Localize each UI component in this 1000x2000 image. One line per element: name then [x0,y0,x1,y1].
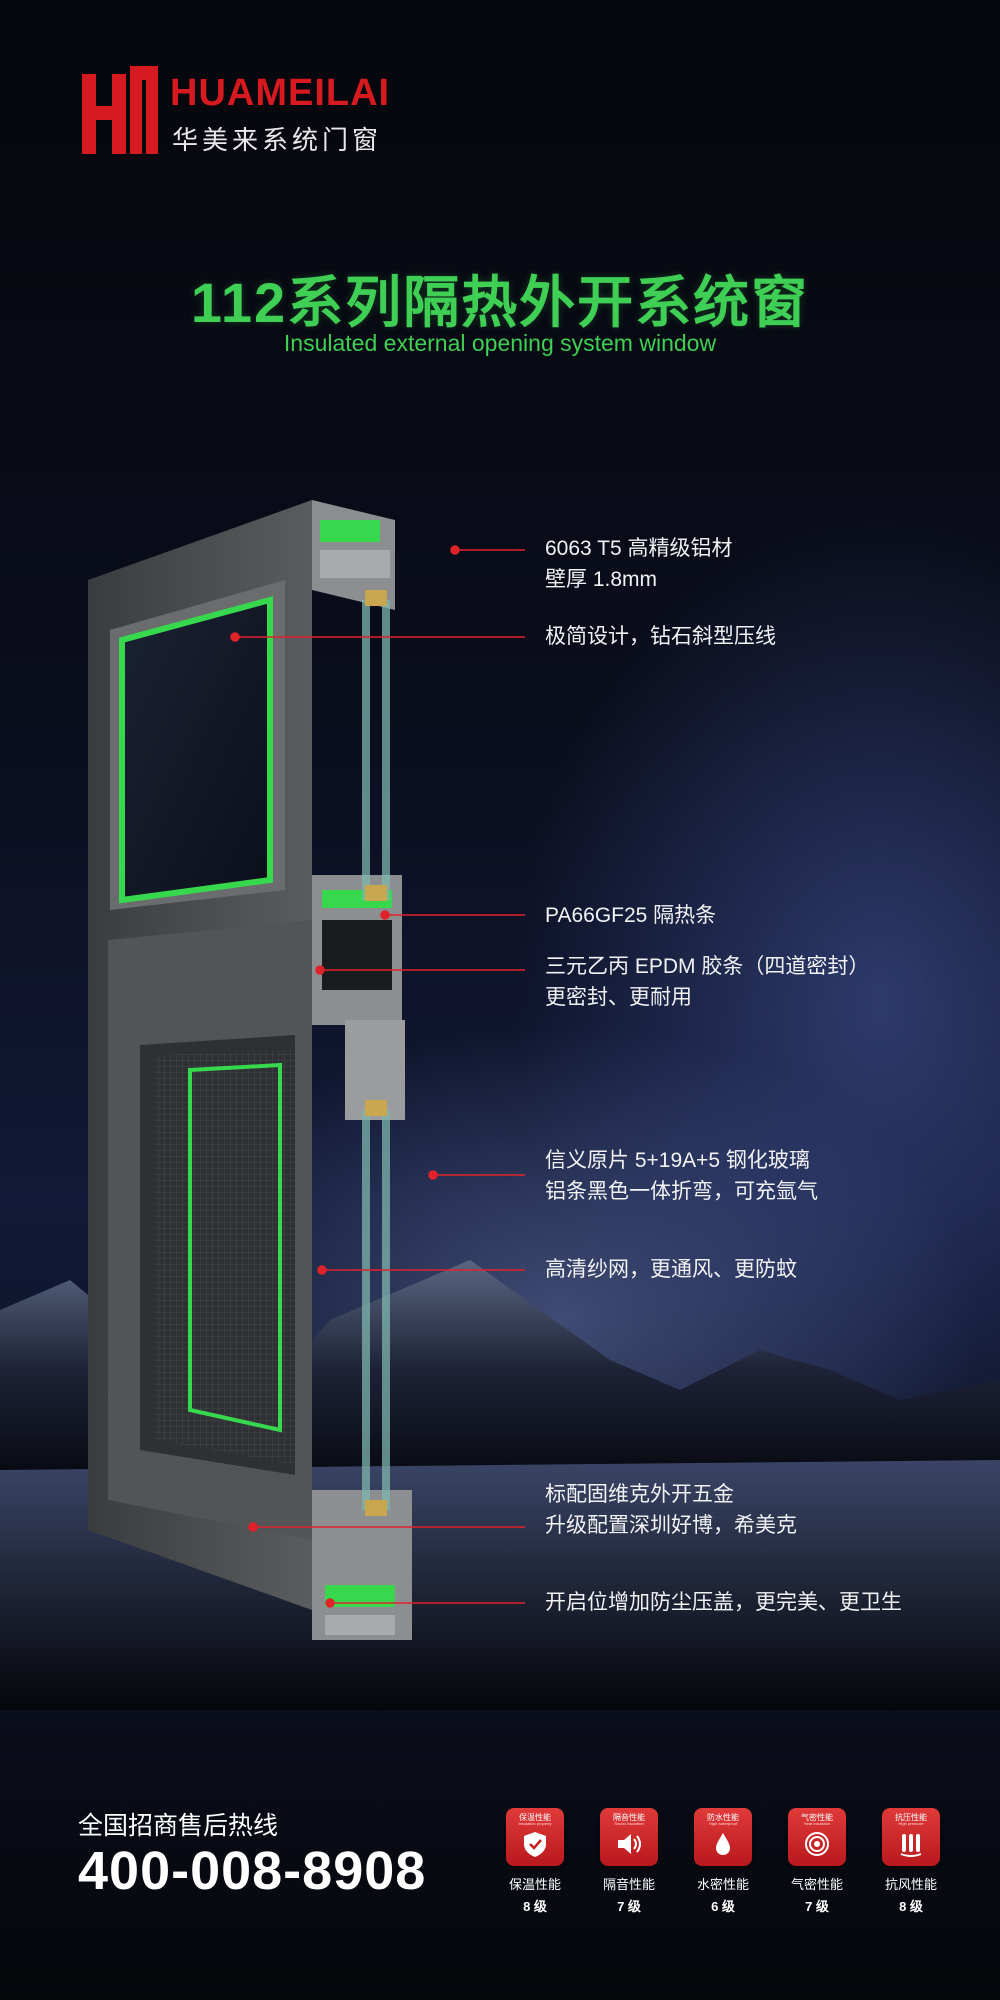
callout-epdm-seal: 三元乙丙 EPDM 胶条（四道密封） 更密封、更耐用 [545,955,870,1009]
brand-logo: HUAMEILAI 华美来系统门窗 [78,62,438,162]
brand-name-en: HUAMEILAI [170,72,391,114]
callout-screen-mesh: 高清纱网，更通风、更防蚊 [545,1258,797,1281]
water-drop-icon [716,1833,730,1855]
hotline-label: 全国招商售后热线 [78,1812,279,1840]
wind-pressure-icon [900,1834,922,1857]
page-title: 112系列隔热外开系统窗 [190,271,810,334]
hm-logo-icon [82,66,158,154]
badge-airtight: 气密性能 Heat insulation 气密性能 7 级 [784,1808,850,1915]
window-cross-section-render [88,500,412,1640]
hotline-number[interactable]: 400-008-8908 [78,1841,427,1901]
callout-design: 极简设计，钻石斜型压线 [545,625,776,648]
callout-thermal-strip: PA66GF25 隔热条 [545,904,717,927]
badge-wind-pressure: 抗压性能 High pressure 抗风性能 8 级 [878,1808,944,1915]
shield-icon [524,1832,546,1857]
callout-dust-cover: 开启位增加防尘压盖，更完美、更卫生 [545,1591,902,1614]
concentric-circles-icon [805,1832,829,1856]
callout-glass: 信义原片 5+19A+5 钢化玻璃 铝条黑色一体折弯，可充氩气 [545,1149,818,1203]
badge-insulation: 保温性能 Insulation property 保温性能 8 级 [502,1808,568,1915]
speaker-icon [618,1834,641,1854]
callout-hardware: 标配固维克外开五金 升级配置深圳好博，希美克 [545,1483,797,1537]
callout-aluminum-spec: 6063 T5 高精级铝材 壁厚 1.8mm [545,537,733,591]
badge-sound: 隔音性能 Sound insulation 隔音性能 7 级 [596,1808,662,1915]
performance-badges: 保温性能 Insulation property 保温性能 8 级 隔音性能 S… [502,1808,942,1918]
brand-name-cn: 华美来系统门窗 [172,125,383,155]
badge-water: 防水性能 High waterproof 水密性能 6 级 [690,1808,756,1915]
page-subtitle: Insulated external opening system window [283,330,717,356]
